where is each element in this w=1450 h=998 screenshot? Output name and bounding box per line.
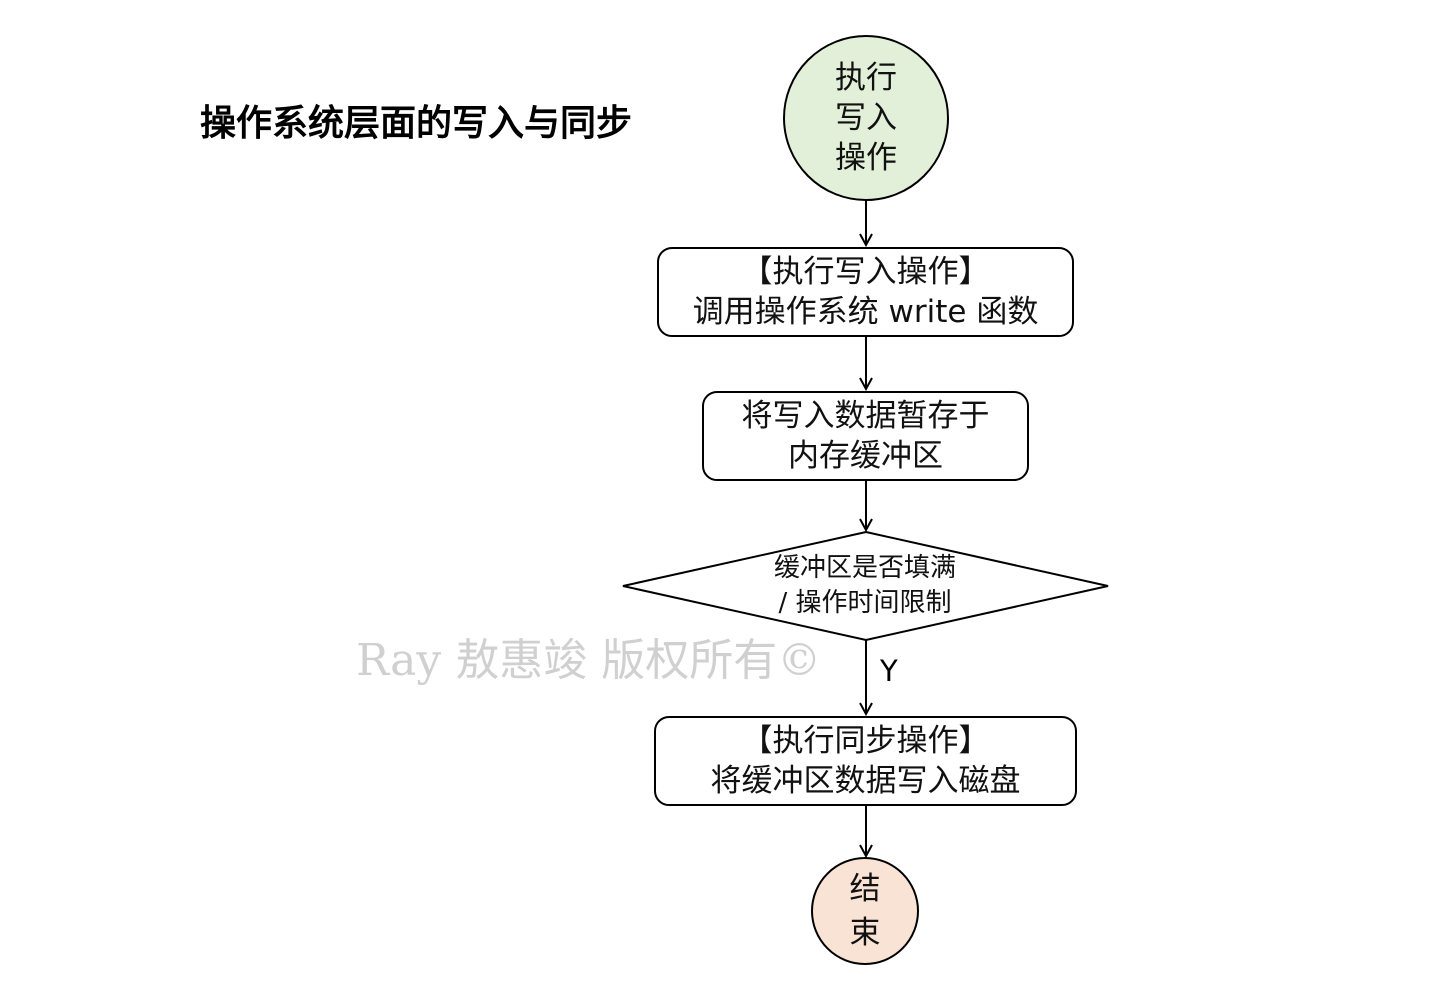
yes-edge-label: Y (880, 654, 898, 688)
sync-node-shape (654, 716, 1077, 806)
write-call-node-line: 【执行写入操作】 (741, 254, 990, 290)
end-node-line: 结 (849, 871, 881, 907)
copyright-watermark: Ray 敖惠竣 版权所有© (356, 635, 822, 686)
buffer-node-shape (702, 391, 1029, 481)
end-node-shape (811, 857, 919, 965)
decision-node: 缓冲区是否填满 / 操作时间限制 (700, 548, 1030, 624)
write-call-node: 【执行写入操作】 调用操作系统 write 函数 (658, 248, 1073, 336)
buffer-node: 将写入数据暂存于 内存缓冲区 (703, 392, 1028, 480)
sync-node-line: 【执行同步操作】 (741, 723, 990, 759)
buffer-node-line: 内存缓冲区 (788, 438, 943, 474)
write-node-shape (657, 247, 1074, 337)
write-call-node-line: 调用操作系统 write 函数 (692, 294, 1039, 330)
decision-node-shape (622, 530, 1109, 642)
start-node-shape (783, 35, 949, 201)
buffer-node-line: 将写入数据暂存于 (741, 398, 990, 434)
start-node-line: 执行 (835, 60, 897, 96)
sync-node: 【执行同步操作】 将缓冲区数据写入磁盘 (655, 717, 1076, 805)
end-node: 结 束 (812, 858, 918, 964)
decision-node-line: / 操作时间限制 (778, 588, 952, 618)
end-node-line: 束 (849, 915, 881, 951)
decision-node-line: 缓冲区是否填满 (773, 553, 956, 583)
start-node-line: 写入 (835, 100, 897, 136)
start-node-line: 操作 (835, 140, 897, 176)
start-node: 执行 写入 操作 (784, 36, 948, 200)
diagram-title: 操作系统层面的写入与同步 (200, 103, 633, 144)
sync-node-line: 将缓冲区数据写入磁盘 (710, 763, 1021, 799)
